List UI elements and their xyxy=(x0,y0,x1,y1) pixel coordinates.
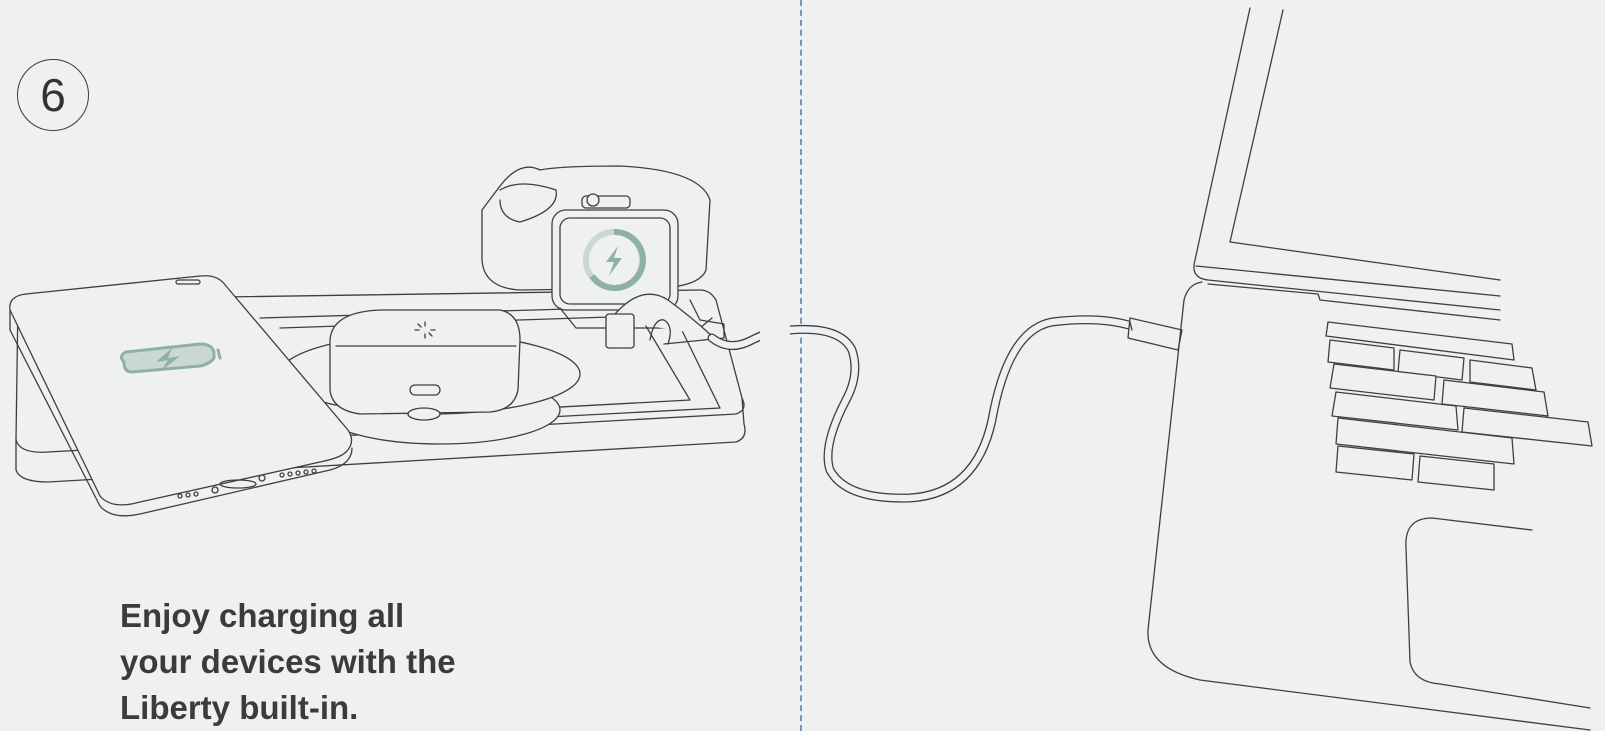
step-number-badge: 6 xyxy=(17,59,89,131)
charging-cable-right xyxy=(790,318,1182,498)
laptop-illustration xyxy=(790,0,1605,731)
caption-line-3: Liberty built-in. xyxy=(120,685,540,731)
step-number: 6 xyxy=(40,72,66,118)
keyboard xyxy=(1326,322,1592,490)
laptop xyxy=(1148,8,1592,730)
charging-station-illustration xyxy=(0,140,760,530)
trackpad xyxy=(1406,518,1590,708)
caption-line-2: your devices with the xyxy=(120,639,540,685)
caption-line-1: Enjoy charging all xyxy=(120,593,540,639)
caption-text: Enjoy charging all your devices with the… xyxy=(120,593,540,731)
